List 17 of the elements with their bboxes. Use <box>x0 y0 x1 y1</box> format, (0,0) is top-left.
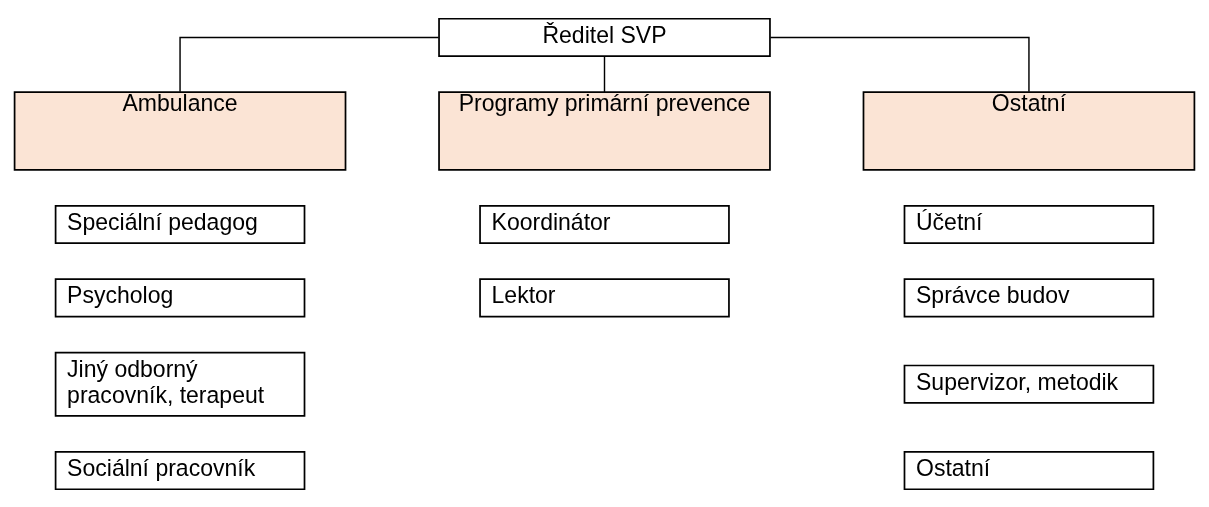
node-box: Účetní <box>903 204 1155 244</box>
node-box: Ostatní <box>903 450 1155 490</box>
connector <box>769 36 1030 93</box>
node-box: Ambulance <box>13 90 347 171</box>
node-box: Programy primární prevence <box>438 90 771 171</box>
node-box: Psycholog <box>54 277 306 317</box>
node-box: Sociální pracovník <box>54 450 306 490</box>
node-box: Koordinátor <box>479 204 730 244</box>
node-box: Supervizor, metodik <box>903 364 1155 404</box>
node-box: Lektor <box>479 277 730 317</box>
node-box: Ostatní <box>862 90 1196 171</box>
connector <box>603 55 606 93</box>
node-box: Speciální pedagog <box>54 204 306 244</box>
node-box: Jiný odborný pracovník, terapeut <box>54 351 306 417</box>
node-box: Ředitel SVP <box>438 17 771 57</box>
node-box: Správce budov <box>903 277 1155 317</box>
connector <box>179 36 440 93</box>
